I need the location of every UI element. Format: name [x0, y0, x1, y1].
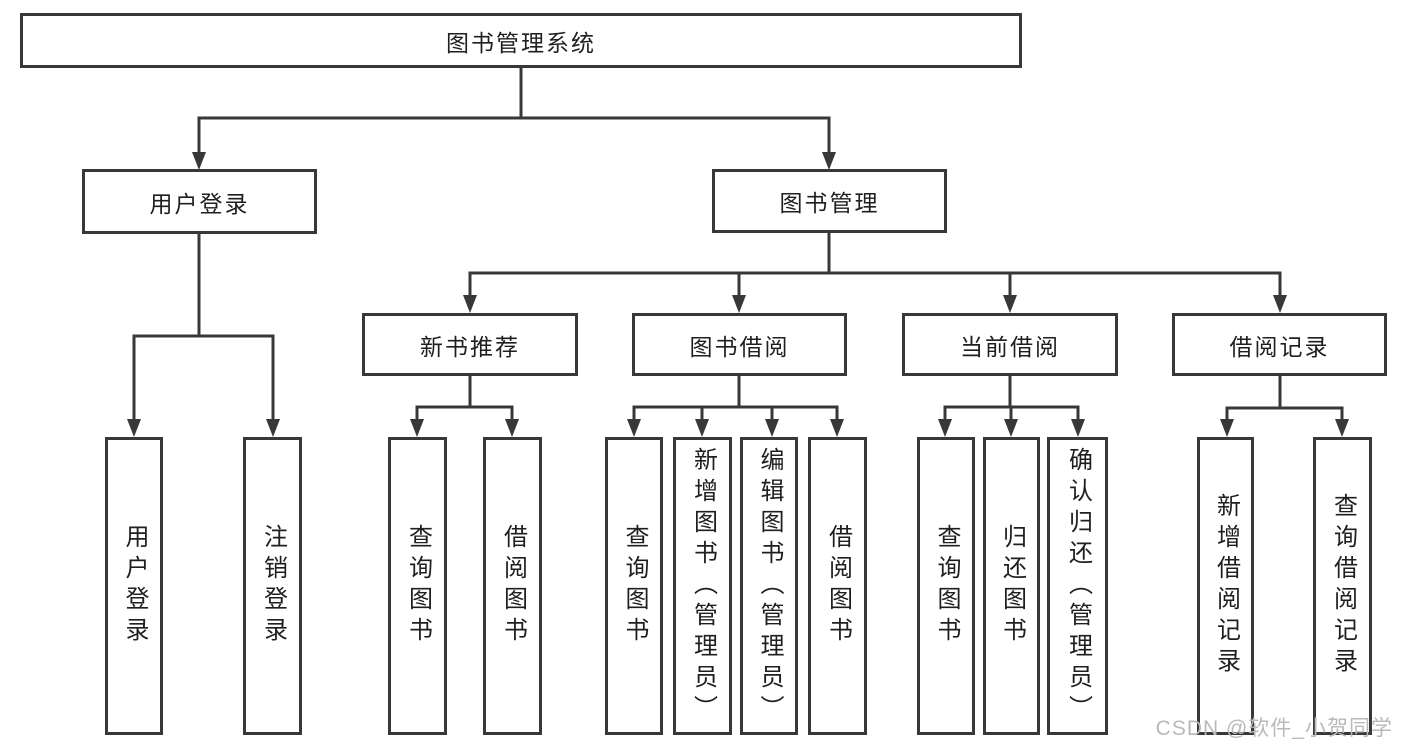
- node-user-login-label: 用户登录: [149, 190, 250, 217]
- leaf-query-books-recommend: 查询图书: [388, 437, 447, 735]
- leaf-add-borrow-record: 新增借阅记录: [1197, 437, 1254, 735]
- leaf-return-book: 归还图书: [983, 437, 1040, 735]
- leaf-user-login: 用户登录: [105, 437, 163, 735]
- leaf-query-books-current-label: 查询图书: [933, 524, 960, 648]
- node-current-borrowing-label: 当前借阅: [960, 333, 1060, 360]
- node-book-management: 图书管理: [712, 169, 947, 233]
- leaf-return-book-label: 归还图书: [998, 524, 1026, 648]
- node-borrowing-records: 借阅记录: [1172, 313, 1387, 376]
- node-root: 图书管理系统: [20, 13, 1022, 68]
- leaf-query-books-current: 查询图书: [917, 437, 975, 735]
- leaf-logout-label: 注销登录: [259, 524, 287, 648]
- node-book-borrowing: 图书借阅: [632, 313, 847, 376]
- leaf-add-book-admin-label: 新增图书（管理员）: [689, 446, 717, 726]
- leaf-query-borrow-record: 查询借阅记录: [1313, 437, 1372, 735]
- leaf-query-books-recommend-label: 查询图书: [404, 524, 432, 648]
- leaf-borrow-books-recommend-label: 借阅图书: [499, 524, 527, 648]
- leaf-query-books-borrowing-label: 查询图书: [621, 524, 648, 648]
- csdn-watermark: CSDN @软件_小贺同学: [1155, 717, 1393, 740]
- leaf-borrow-books-borrowing-label: 借阅图书: [824, 524, 852, 648]
- node-user-login: 用户登录: [82, 169, 317, 234]
- leaf-confirm-return-admin-label: 确认归还（管理员）: [1064, 446, 1092, 726]
- leaf-query-books-borrowing: 查询图书: [605, 437, 663, 735]
- leaf-borrow-books-borrowing: 借阅图书: [808, 437, 867, 735]
- node-book-management-label: 图书管理: [779, 190, 880, 216]
- leaf-user-login-label: 用户登录: [121, 524, 148, 648]
- leaf-edit-book-admin: 编辑图书（管理员）: [740, 437, 798, 735]
- node-book-borrowing-label: 图书借阅: [689, 333, 790, 360]
- leaf-add-borrow-record-label: 新增借阅记录: [1212, 493, 1240, 679]
- node-root-label: 图书管理系统: [446, 29, 596, 56]
- node-new-book-recommend: 新书推荐: [362, 313, 578, 376]
- leaf-edit-book-admin-label: 编辑图书（管理员）: [756, 446, 783, 726]
- leaf-logout: 注销登录: [243, 437, 302, 735]
- leaf-borrow-books-recommend: 借阅图书: [483, 437, 542, 735]
- leaf-confirm-return-admin: 确认归还（管理员）: [1047, 437, 1108, 735]
- leaf-query-borrow-record-label: 查询借阅记录: [1329, 493, 1357, 679]
- node-new-book-recommend-label: 新书推荐: [420, 333, 520, 360]
- node-borrowing-records-label: 借阅记录: [1229, 333, 1330, 360]
- node-current-borrowing: 当前借阅: [902, 313, 1118, 376]
- leaf-add-book-admin: 新增图书（管理员）: [673, 437, 732, 735]
